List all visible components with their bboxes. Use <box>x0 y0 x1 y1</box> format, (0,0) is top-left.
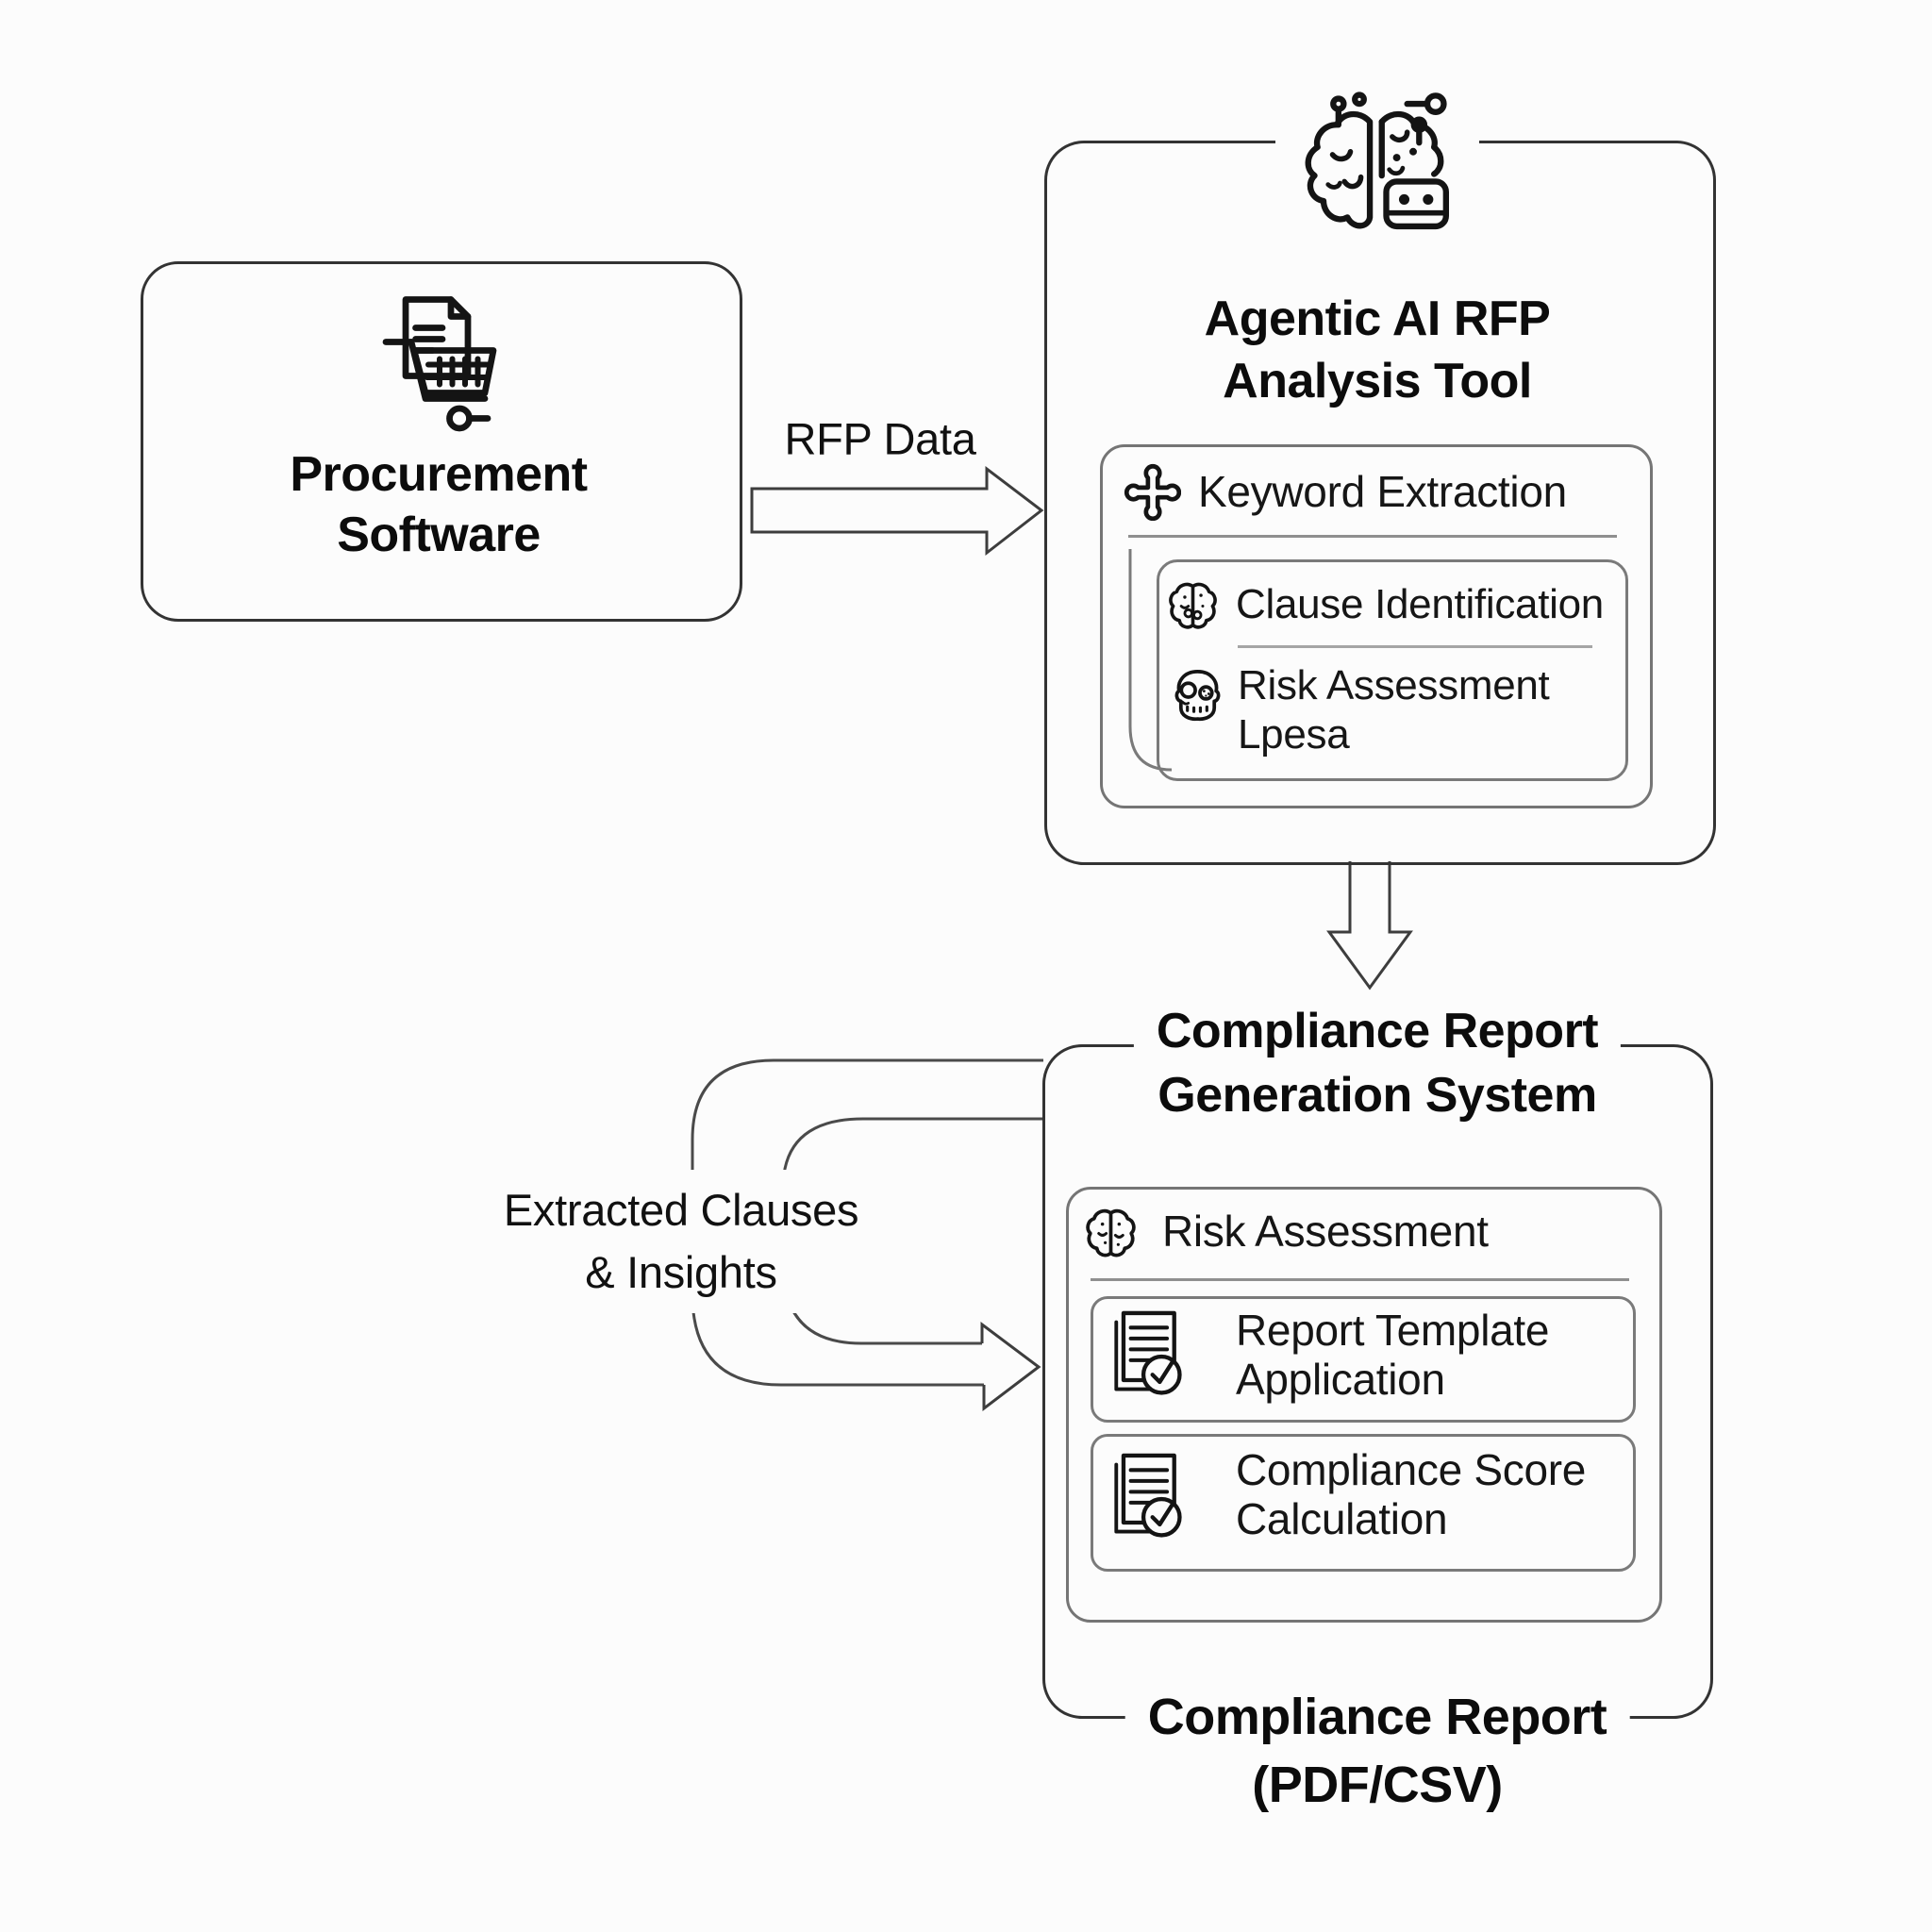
skull-faces-icon <box>1168 664 1226 724</box>
analysis-tool-title-line1: Agentic AI RFP <box>1204 291 1551 346</box>
feedback-loop-arrowhead <box>980 1322 1041 1412</box>
cross-puzzle-icon <box>1121 460 1183 523</box>
procurement-software-node <box>141 261 742 622</box>
subpanel-separator <box>1238 645 1592 648</box>
compliance-separator <box>1091 1278 1629 1281</box>
extracted-clauses-label: Extracted Clauses & Insights <box>490 1170 873 1313</box>
analysis-tool-title-line2: Analysis Tool <box>1223 354 1532 408</box>
report-template-row <box>1091 1296 1636 1423</box>
report-template-label-line1: Report Template <box>1236 1306 1550 1355</box>
extracted-clauses-line1: Extracted Clauses <box>503 1185 859 1235</box>
ai-brain-robot-icon <box>1275 83 1479 264</box>
compliance-score-row <box>1091 1434 1636 1572</box>
document-check-icon-1 <box>1098 1302 1192 1413</box>
compliance-report-output-line1: Compliance Report <box>1124 1682 1630 1752</box>
compliance-risk-assessment-label: Risk Assessment <box>1162 1207 1489 1256</box>
compliance-score-label-line1: Compliance Score <box>1236 1445 1587 1494</box>
compliance-panel <box>1066 1187 1662 1623</box>
risk-assessment-lpesa-label-line1: Risk Assessment <box>1238 662 1550 708</box>
down-arrow <box>1326 861 1413 991</box>
compliance-system-title-line2: Generation System <box>1158 1068 1597 1123</box>
analysis-subpanel <box>1157 559 1628 781</box>
analysis-panel <box>1100 444 1653 808</box>
extracted-clauses-line2: & Insights <box>585 1247 777 1297</box>
document-check-icon-2 <box>1098 1443 1192 1557</box>
document-cart-icon <box>366 283 512 448</box>
compliance-report-output-line2: (PDF/CSV) <box>1252 1757 1503 1813</box>
clause-identification-label: Clause Identification <box>1236 581 1604 627</box>
analysis-separator <box>1128 535 1617 538</box>
procurement-title-line2: Software <box>337 508 541 562</box>
report-template-label-line2: Application <box>1236 1355 1445 1404</box>
rfp-data-label: RFP Data <box>784 413 976 464</box>
rfp-data-arrow <box>750 465 1044 557</box>
brain-icon-compliance <box>1081 1204 1140 1262</box>
procurement-title-line1: Procurement <box>290 447 588 502</box>
risk-assessment-lpesa-label-line2: Lpesa <box>1238 711 1350 758</box>
brain-icon <box>1164 577 1221 634</box>
compliance-system-title-line1: Compliance Report <box>1133 997 1622 1065</box>
keyword-extraction-label: Keyword Extraction <box>1198 467 1567 516</box>
compliance-score-label-line2: Calculation <box>1236 1494 1448 1543</box>
